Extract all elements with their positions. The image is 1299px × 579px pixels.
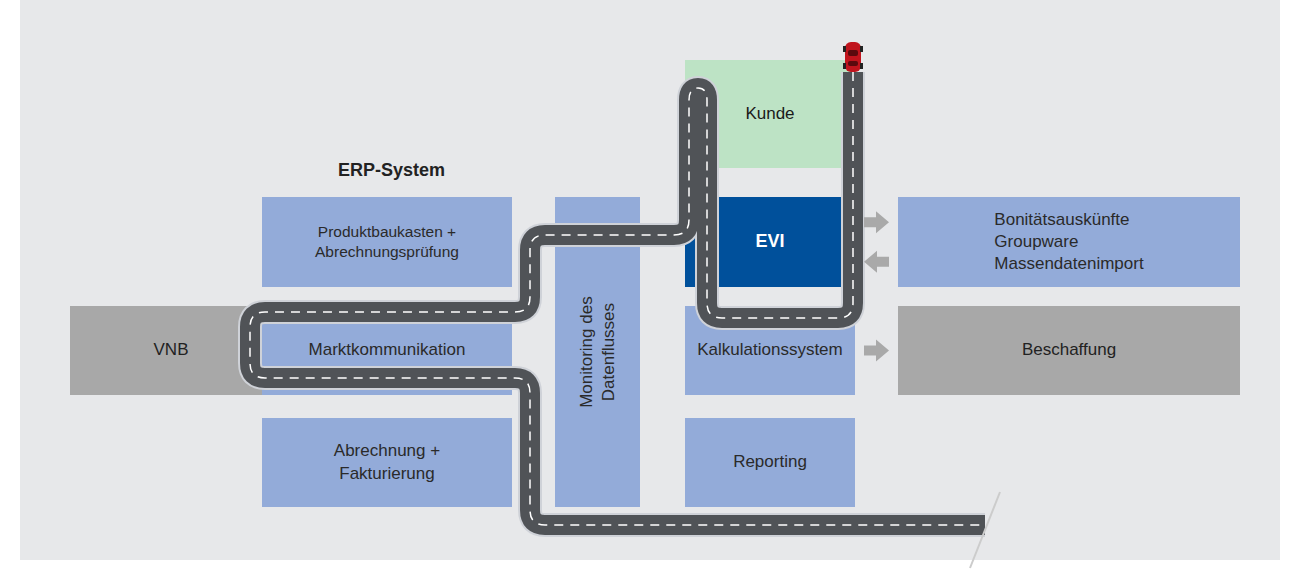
- service-box: BonitätsauskünfteGroupwareMassendatenimp…: [898, 197, 1240, 287]
- text-group: BonitätsauskünfteGroupwareMassendatenimp…: [994, 209, 1143, 275]
- erp-module-box: Abrechnung + Fakturierung: [262, 418, 512, 507]
- group-heading: ERP-System: [338, 160, 445, 181]
- road-surface: [250, 72, 985, 525]
- flow-arrow: [864, 340, 889, 362]
- flow-arrow: [864, 251, 889, 273]
- box-label: Groupware: [994, 231, 1143, 253]
- box-label: VNB: [154, 339, 189, 361]
- flow-arrow: [864, 211, 889, 233]
- erp-module-box: Produktbaukasten + Abrechnungsprüfung: [262, 197, 512, 287]
- box-label: Beschaffung: [1022, 339, 1116, 361]
- box-label: Kunde: [745, 103, 794, 125]
- road-edge: [250, 72, 985, 525]
- box-label: Massendatenimport: [994, 253, 1143, 275]
- box-label: EVI: [755, 230, 784, 253]
- box-label: Marktkommunikation: [309, 339, 466, 361]
- box-label: Monitoring des Datenflusses: [575, 267, 619, 437]
- erp-module-box: Reporting: [685, 418, 855, 507]
- car-icon: [843, 42, 863, 72]
- box-label: Bonitätsauskünfte: [994, 209, 1143, 231]
- box-label: Produktbaukasten + Abrechnungsprüfung: [262, 222, 512, 262]
- box-label: Reporting: [733, 451, 807, 473]
- box-label: Abrechnung + Fakturierung: [312, 440, 462, 484]
- box-label: Kalkulationssystem: [697, 339, 843, 361]
- road-marking: [250, 72, 985, 525]
- finish-flag: [970, 492, 1034, 579]
- procurement-box: Beschaffung: [898, 306, 1240, 395]
